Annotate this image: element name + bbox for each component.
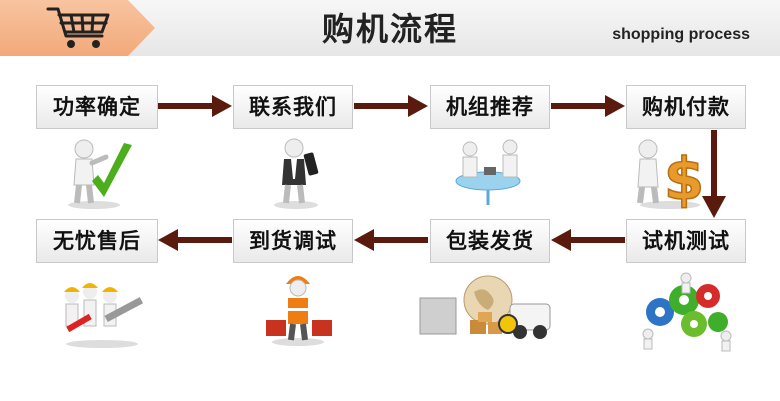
checkmark-person-icon xyxy=(68,139,132,209)
service-team-icon xyxy=(64,283,144,348)
step-unit-recommend: 机组推荐 xyxy=(430,85,550,129)
worker-toolbox-icon xyxy=(266,276,332,346)
step-power-determination: 功率确定 xyxy=(36,85,158,129)
arrow-right-icon xyxy=(158,95,232,117)
arrow-down-icon xyxy=(702,130,726,218)
step-pack-ship: 包装发货 xyxy=(430,219,550,263)
meeting-table-icon xyxy=(455,139,521,205)
arrow-right-icon xyxy=(551,95,625,117)
step-after-sales: 无忧售后 xyxy=(36,219,158,263)
step-contact-us: 联系我们 xyxy=(233,85,353,129)
page-subtitle: shopping process xyxy=(612,26,750,43)
globe-trucks-icon xyxy=(419,275,551,339)
arrow-right-icon xyxy=(354,95,428,117)
arrow-left-icon xyxy=(551,229,625,251)
arrow-left-icon xyxy=(158,229,232,251)
step-arrival-debug: 到货调试 xyxy=(233,219,353,263)
arrow-left-icon xyxy=(354,229,428,251)
phone-person-icon xyxy=(274,138,319,209)
svg-text:$: $ xyxy=(664,145,704,211)
shopping-cart-icon xyxy=(46,7,110,48)
header-tab xyxy=(0,0,155,56)
gears-team-icon xyxy=(642,272,732,352)
step-purchase-payment: 购机付款 xyxy=(626,85,746,129)
dollar-person-icon: $ xyxy=(637,139,705,211)
page-title: 购机流程 xyxy=(321,10,458,48)
step-trial-test: 试机测试 xyxy=(626,219,746,263)
